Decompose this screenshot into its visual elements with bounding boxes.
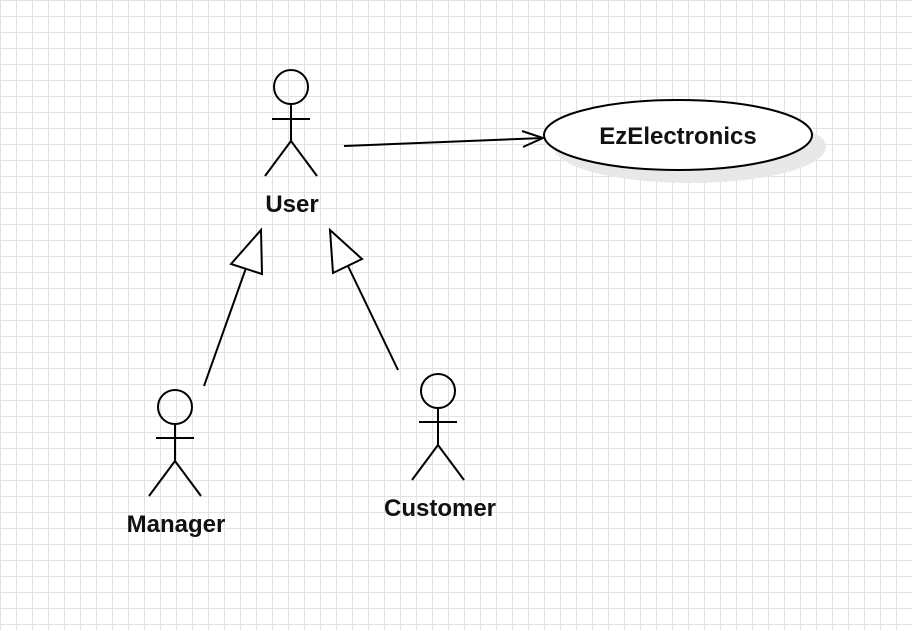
actor-user-right-leg: [290, 140, 318, 177]
open-arrowhead-icon: [521, 130, 546, 148]
hollow-triangle-arrowhead-icon: [229, 227, 264, 276]
actor-customer[interactable]: Customer: [384, 373, 496, 522]
generalization-customer-to-user[interactable]: [328, 227, 399, 371]
use-case-ezelectronics[interactable]: EzElectronics: [543, 99, 826, 183]
actor-user-left-leg: [264, 140, 292, 177]
actor-user-label: User: [265, 191, 318, 218]
actor-manager-left-leg: [148, 460, 176, 497]
actor-manager-right-leg: [174, 460, 202, 497]
generalization-manager-to-user[interactable]: [203, 227, 264, 387]
actor-manager-head: [157, 389, 193, 425]
actor-user[interactable]: User: [264, 69, 319, 218]
actor-customer-left-leg: [411, 444, 439, 481]
actor-customer-head: [420, 373, 456, 409]
hollow-triangle-arrowhead-icon: [328, 227, 364, 275]
actor-user-head: [273, 69, 309, 105]
actor-customer-right-leg: [437, 444, 465, 481]
association-line: [343, 137, 544, 147]
generalization-line: [203, 267, 247, 387]
actor-customer-label: Customer: [384, 495, 496, 522]
actor-manager[interactable]: Manager: [127, 389, 226, 538]
generalization-line: [347, 265, 399, 371]
use-case-label: EzElectronics: [599, 123, 756, 150]
association-user-to-usecase[interactable]: [343, 130, 546, 148]
use-case-ellipse: [543, 99, 813, 171]
actor-manager-label: Manager: [127, 511, 226, 538]
